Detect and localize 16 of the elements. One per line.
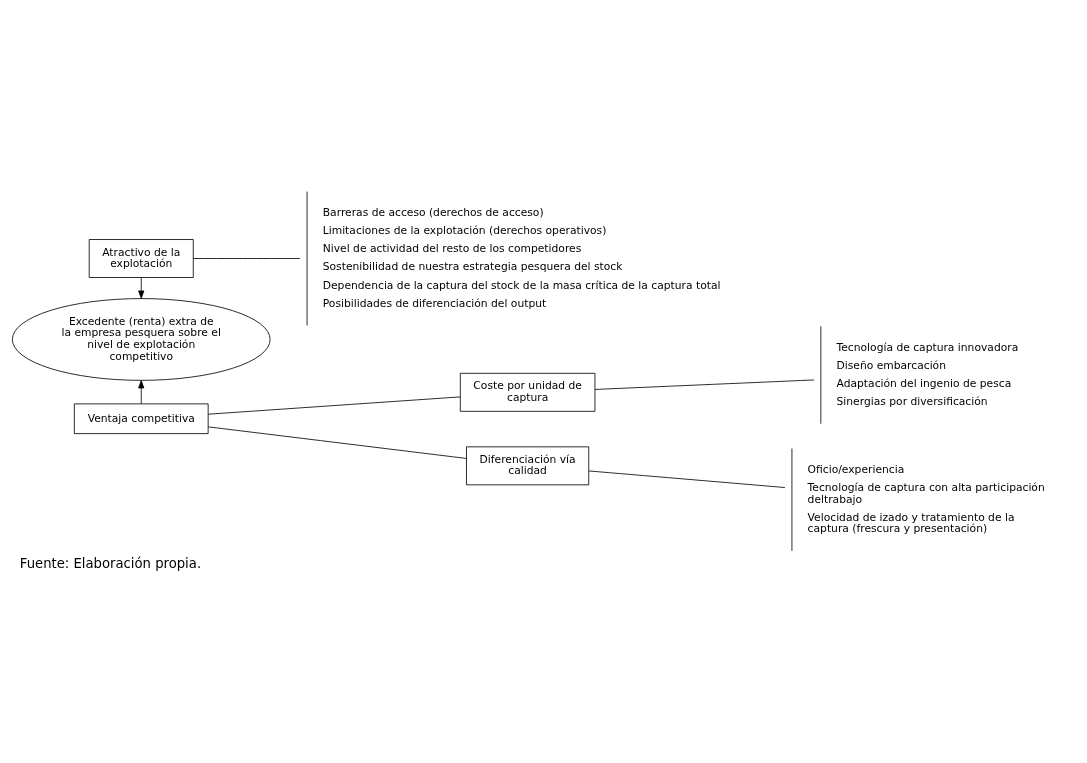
node-ellipse: Excedente (renta) extra de la empresa pesquera sobre el nivel de explotación competitivo [11,297,271,381]
node-box: Ventaja competitiva [73,402,209,434]
connector [588,470,786,488]
node-text: Tecnología de captura innovadora Diseño embarcación Adaptación del ingenio de pesca Sinergias por diversificación [836,340,1019,408]
arrow [138,379,145,404]
node-box: Coste por unidad de captura [459,372,596,412]
node-box: Diferenciación vía calidad [466,445,590,485]
connector [207,396,461,415]
arrow [138,276,145,299]
node-text: Barreras de acceso (derechos de acceso) Limitaciones de la explotación (derechos operativos) Nivel de actividad del resto de los competidores Sostenibilidad de nuestra estrategia pesquera del stock Dependencia de la captura del stock de la masa crítica de la captura total Posibilidades de diferenciación del output [322,205,721,310]
connector [193,257,301,259]
node-box: Atractivo de la explotación [88,238,194,278]
connector [207,425,467,459]
caption: Fuente: Elaboración propia. [19,555,202,571]
node-text: Oficio/experiencia Tecnología de captura con alta participación deltrabajo Velocidad de izado y tratamiento de la captura (frescura y presentación) [807,462,1045,535]
connector [594,379,815,390]
